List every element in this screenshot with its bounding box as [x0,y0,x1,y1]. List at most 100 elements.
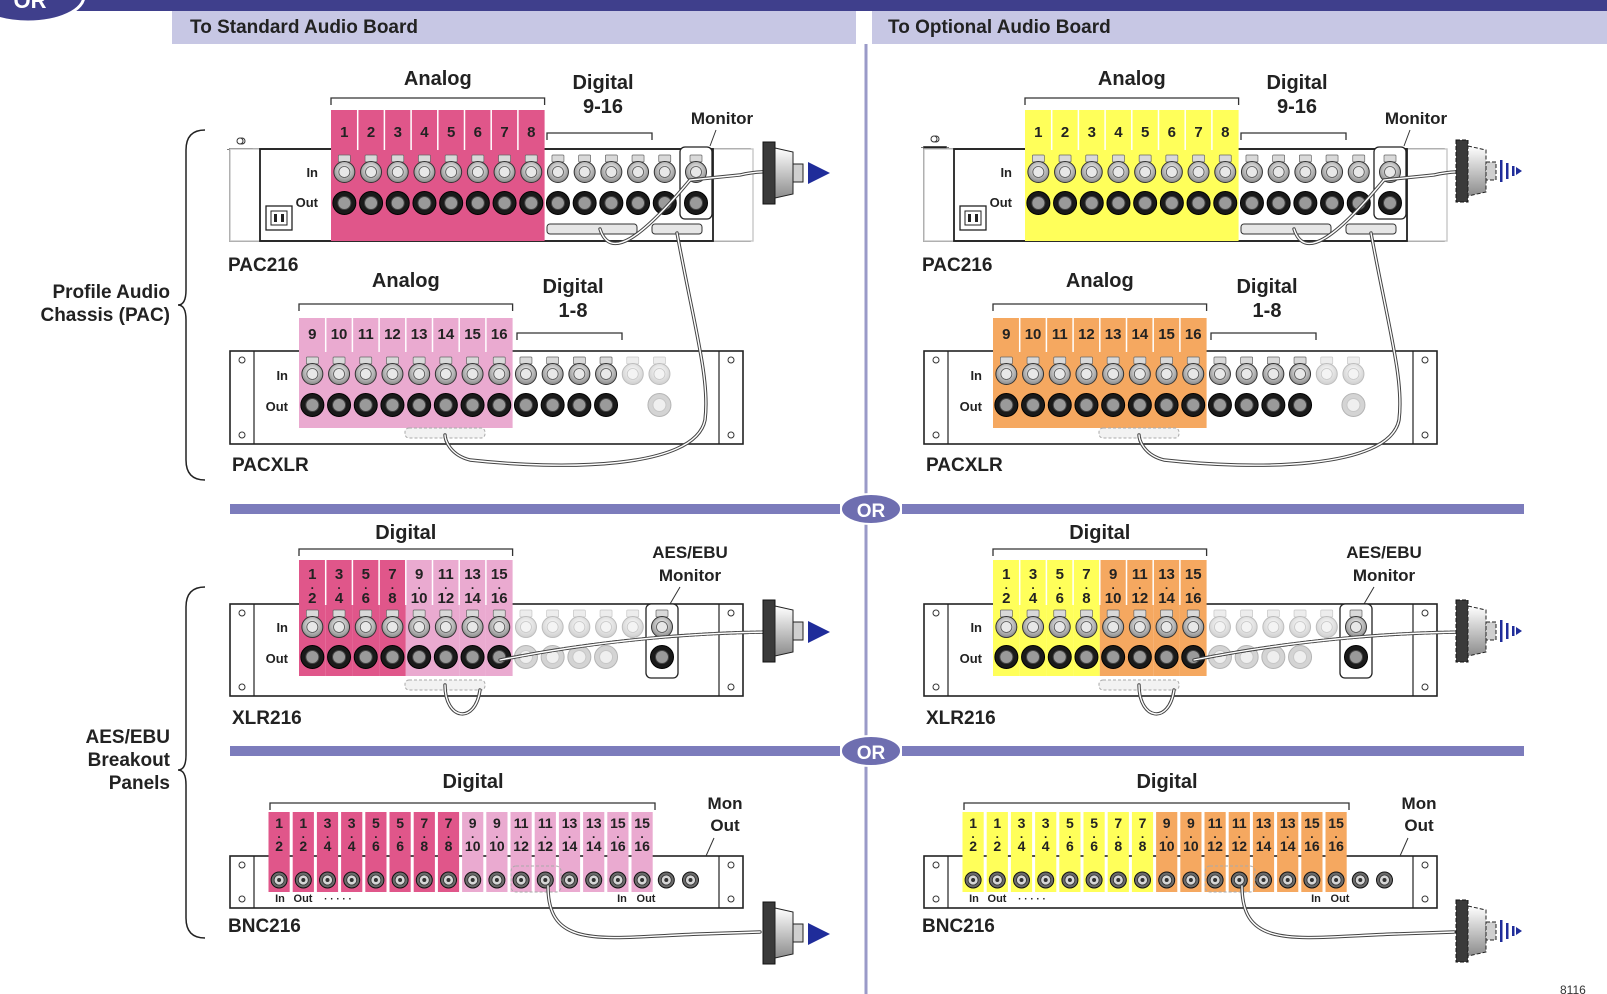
xlr-in-connector [1262,356,1285,385]
bnc-pin [591,878,596,882]
pacxlr-channel-label: 15 [464,326,481,343]
xlr-in-core [1352,166,1365,178]
xlr216-pair-top: 1 [308,566,316,583]
xlr-in-connector [600,154,623,183]
bnc-connector [343,871,361,889]
pac216-name: PAC216 [922,255,992,276]
xlr-in-connector [1128,609,1151,638]
xlr-out-core [390,196,405,210]
xlr-in-core [525,166,538,178]
xlr-in-connector [1182,609,1205,638]
wave-bar [1500,160,1503,182]
left-header-title: To Standard Audio Board [190,17,418,38]
bnc-pin [1309,878,1314,882]
xlr-out-connector [332,191,357,215]
wave-bar [1506,163,1509,179]
xlr-out-core [492,398,507,412]
xlr-out-core [1293,650,1308,664]
bnc216-pair-dot: . [350,827,353,841]
xlr-in-connector [354,609,377,638]
right-header-title: To Optional Audio Board [888,17,1111,38]
bnc-pin [543,878,548,882]
xlr-out-connector [1344,645,1368,669]
xlr-in-core [359,621,372,633]
pacxlr-channel-label: 9 [1002,326,1010,343]
xlr216-pair-dot: . [1138,578,1141,592]
bnc216-pair-band [1277,812,1299,892]
power-pin [274,214,277,222]
xlr-in-connector [621,356,644,385]
xlr-out-connector [994,645,1019,669]
xlr-in-connector [595,609,618,638]
rack-screw-hole [238,683,246,691]
pacxlr-in-label: In [970,368,982,383]
xlr-in-connector [1347,154,1370,183]
bnc216-pair-bottom: 10 [465,838,481,854]
bnc216-pair-band [462,812,484,892]
monitor-leader [1363,586,1375,605]
xlr-in-core [439,621,452,633]
bnc216-in-label: In [969,893,979,905]
xlr-out-core [1266,650,1281,664]
xlr-latch [572,609,586,618]
xlr-in-connector [1182,356,1205,385]
bnc-pin [1261,878,1266,882]
optional-xlr216: 1.23.45.67.89.1011.1213.1415.16DigitalAE… [923,522,1476,729]
rack-screw-hole [1421,356,1429,364]
xlr216-digital-label: Digital [1069,522,1130,544]
pac216-channel-label: 4 [420,124,429,141]
bnc216-pair-top: 7 [420,815,428,831]
xlr-out-connector [1213,191,1238,215]
xlr-in-core [1347,368,1360,380]
xlr-in-connector [466,154,489,183]
xlr-out-core [1244,196,1259,210]
rack-screw-hole [1421,861,1429,869]
dsub-body [774,907,794,959]
xlr-latch [1272,154,1286,163]
xlr216-monitor-label: AES/EBU [1346,543,1422,562]
xlr216-pair-dot: . [471,578,474,592]
xlr-out-connector [465,191,490,215]
xlr-latch [524,154,538,163]
xlr-latch [1026,609,1040,618]
bnc216-pair-dot: . [1141,827,1144,841]
xlr216-pair-top: 3 [1029,566,1037,583]
xlr-latch [1106,356,1120,365]
xlr-out-core [332,398,347,412]
xlr-out-core [572,398,587,412]
xlr-in-core [466,368,479,380]
pacxlr-digital-label: Digital [1236,276,1297,298]
xlr216-pair-bottom: 10 [1105,590,1122,607]
xlr-out-connector [1053,191,1078,215]
bnc216-pair-bottom: 12 [538,838,554,854]
bnc-connector [1376,871,1393,889]
xlr-in-connector [301,609,324,638]
bnc216-digital-brace [963,802,1350,810]
xlr-latch [1085,154,1099,163]
bnc216-pair-bottom: 16 [1328,838,1344,854]
xlr-out-core [1191,196,1206,210]
bnc216-pair-dot: . [1189,827,1192,841]
pac-link-cable-core [444,232,707,466]
pacxlr-digital-range: 1-8 [1253,300,1282,322]
xlr-in-core [552,166,564,178]
wave-bar [1506,623,1509,639]
xlr-in-core [1272,166,1285,178]
xlr-out-connector [487,393,512,417]
xlr-in-core [1080,368,1093,380]
bnc216-pair-dot: . [1068,827,1071,841]
xlr-in-connector [434,609,457,638]
xlr216-pair-top: 15 [1185,566,1202,583]
bnc-pin [301,878,306,882]
xlr-latch [626,609,640,618]
xlr-latch [578,154,592,163]
xlr-latch [1266,356,1280,365]
bnc216-out-label-2: Out [1331,893,1350,905]
xlr216-out-label: Out [960,651,983,666]
bnc-connector [964,871,982,889]
xlr-latch [604,154,618,163]
xlr-in-connector [1155,609,1178,638]
xlr-in-connector [546,154,569,183]
